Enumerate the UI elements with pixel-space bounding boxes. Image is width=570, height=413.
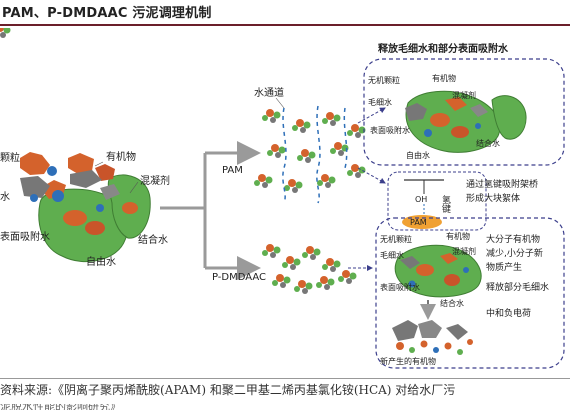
pam-result-box <box>363 58 565 166</box>
top-label-organic: 有机物 <box>432 73 456 83</box>
bottom-note-2: 减少,小分子新 <box>486 247 543 259</box>
bridge-oh-label: OH <box>415 195 427 204</box>
mechanism-diagram: 颗粒 水 有机物 混凝剂 表面吸附水 结合水 自由水 PAM P-DMDAAC … <box>0 28 565 369</box>
branch-arrows <box>160 141 261 280</box>
bottom-label-capillary: 毛细水 <box>380 250 404 260</box>
top-box-floc <box>405 90 527 153</box>
pam-flocs <box>0 28 366 204</box>
label-water-channel: 水通道 <box>254 86 284 99</box>
bridge-pam-label: PAM <box>410 218 427 227</box>
label-pam-branch: PAM <box>222 165 243 176</box>
bridge-desc-2: 形成大块絮体 <box>466 192 520 204</box>
source-note: 资料来源:《阴离子聚丙烯酰胺(APAM) 和聚二甲基二烯丙基氯化铵(HCA) 对… <box>0 383 456 397</box>
top-label-bound-water: 结合水 <box>476 138 500 148</box>
top-label-surface-water: 表面吸附水 <box>370 125 410 135</box>
label-surface-adsorbed-water: 表面吸附水 <box>0 230 50 243</box>
label-free-water: 自由水 <box>86 255 116 268</box>
bottom-box-floc-upper <box>394 244 482 298</box>
label-particles: 颗粒 <box>0 151 20 164</box>
bottom-label-inorganic: 无机颗粒 <box>380 234 412 244</box>
source-note-cont: 泥脱水性能的影响研究》 <box>0 404 420 410</box>
bottom-label-surface-water: 表面吸附水 <box>380 282 420 292</box>
pdmdaac-flocs <box>262 244 357 294</box>
left-sludge-cluster <box>20 152 151 263</box>
top-label-capillary: 毛细水 <box>368 97 392 107</box>
top-box-title: 释放毛细水和部分表面吸附水 <box>378 42 509 55</box>
label-flocculant: 混凝剂 <box>140 174 170 187</box>
top-label-inorganic: 无机颗粒 <box>368 75 400 85</box>
bottom-label-bound-water: 结合水 <box>440 298 464 308</box>
label-bound-water: 结合水 <box>138 233 168 246</box>
page-title: PAM、P-DMDAAC 污泥调理机制 <box>2 6 212 21</box>
label-organic-matter: 有机物 <box>106 150 136 163</box>
label-pdmdaac-branch: P-DMDAAC <box>212 272 266 283</box>
bridge-hydrogen-bond-label: 氢键 <box>440 194 451 214</box>
label-water: 水 <box>0 191 10 203</box>
top-label-free-water: 自由水 <box>406 150 430 160</box>
bottom-note-3: 物质产生 <box>486 261 522 273</box>
bottom-label-flocculant: 混凝剂 <box>452 246 476 256</box>
bridge-desc-1: 通过氢键吸附架桥 <box>466 178 538 190</box>
bottom-note-1: 大分子有机物 <box>486 233 540 245</box>
bridge-box <box>387 171 487 231</box>
title-rule <box>0 24 570 26</box>
source-rule <box>0 378 570 379</box>
bottom-note-5: 中和负电荷 <box>486 307 531 319</box>
bottom-note-4: 释放部分毛细水 <box>486 281 549 293</box>
bottom-label-organic: 有机物 <box>446 231 470 241</box>
bottom-box-floc-lower <box>392 320 473 355</box>
bottom-label-new-organic: 新产生的有机物 <box>380 356 436 366</box>
top-label-flocculant: 混凝剂 <box>452 90 476 100</box>
